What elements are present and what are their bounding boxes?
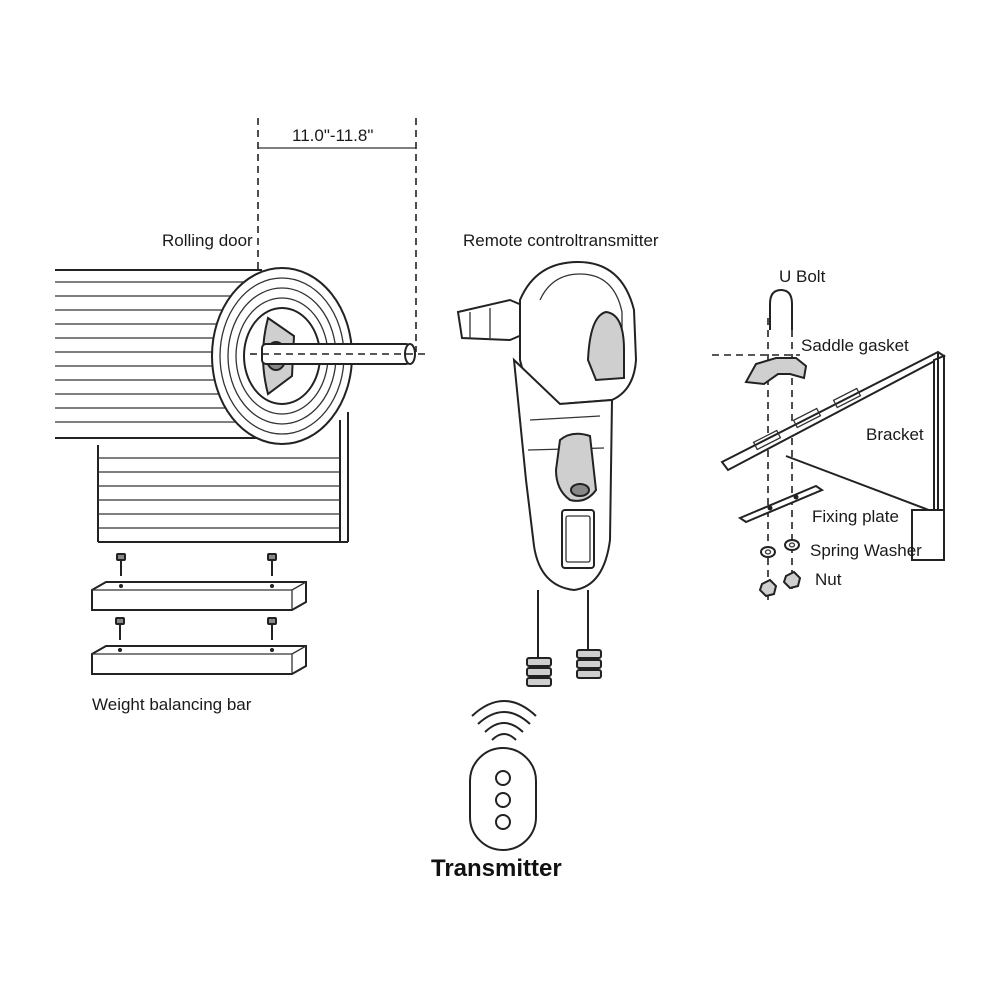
wire-connector-right — [576, 649, 602, 679]
bracket-icon — [720, 350, 946, 561]
door-curtain-lower — [97, 412, 349, 543]
motor-shaft-coupler — [456, 298, 525, 342]
weight-bar-top — [91, 581, 307, 611]
remote-button-down — [495, 814, 511, 830]
screw-icon — [267, 553, 277, 576]
nut-label: Nut — [815, 570, 842, 589]
rolling-door-label: Rolling door — [162, 231, 253, 250]
nut-icon — [758, 570, 802, 598]
fixing-plate-label: Fixing plate — [812, 507, 899, 526]
spring-washer-label: Spring Washer — [810, 541, 922, 560]
door-motor-unit: Remote controltransmitter — [456, 231, 659, 687]
motor-drum-hole — [586, 310, 625, 382]
weight-bar-bottom — [91, 645, 307, 675]
remote-button-up — [495, 770, 511, 786]
u-bolt-label: U Bolt — [779, 267, 826, 286]
spring-washer-icon — [760, 539, 800, 558]
remote-button-stop — [495, 792, 511, 808]
transmitter-label: Transmitter — [431, 855, 562, 882]
saddle-gasket-icon — [744, 357, 808, 386]
u-bolt-icon — [769, 288, 793, 330]
saddle-gasket-label: Saddle gasket — [801, 336, 909, 355]
screw-icon — [267, 617, 277, 640]
fixing-plate-icon — [737, 484, 825, 524]
motor-control-panel — [561, 509, 595, 569]
screw-icon — [116, 553, 126, 576]
wire-connector-left — [526, 657, 552, 687]
rolling-door: Rolling door — [55, 231, 428, 543]
weight-bar-label: Weight balancing bar — [92, 695, 252, 714]
remote-transmitter: Transmitter — [431, 700, 562, 882]
bracket-assembly: U Bolt Saddle gasket Bracket Fixing plat… — [712, 267, 946, 600]
bracket-label: Bracket — [866, 425, 924, 444]
weight-balancing-bar-group: Weight balancing bar — [91, 553, 307, 714]
wireless-signal-icon — [471, 700, 537, 741]
screw-icon — [115, 617, 125, 640]
motor-label: Remote controltransmitter — [463, 231, 659, 250]
door-axle-shaft — [250, 343, 428, 365]
dimension-label: 11.0"-11.8" — [292, 126, 373, 145]
door-slats-upper — [55, 269, 262, 439]
